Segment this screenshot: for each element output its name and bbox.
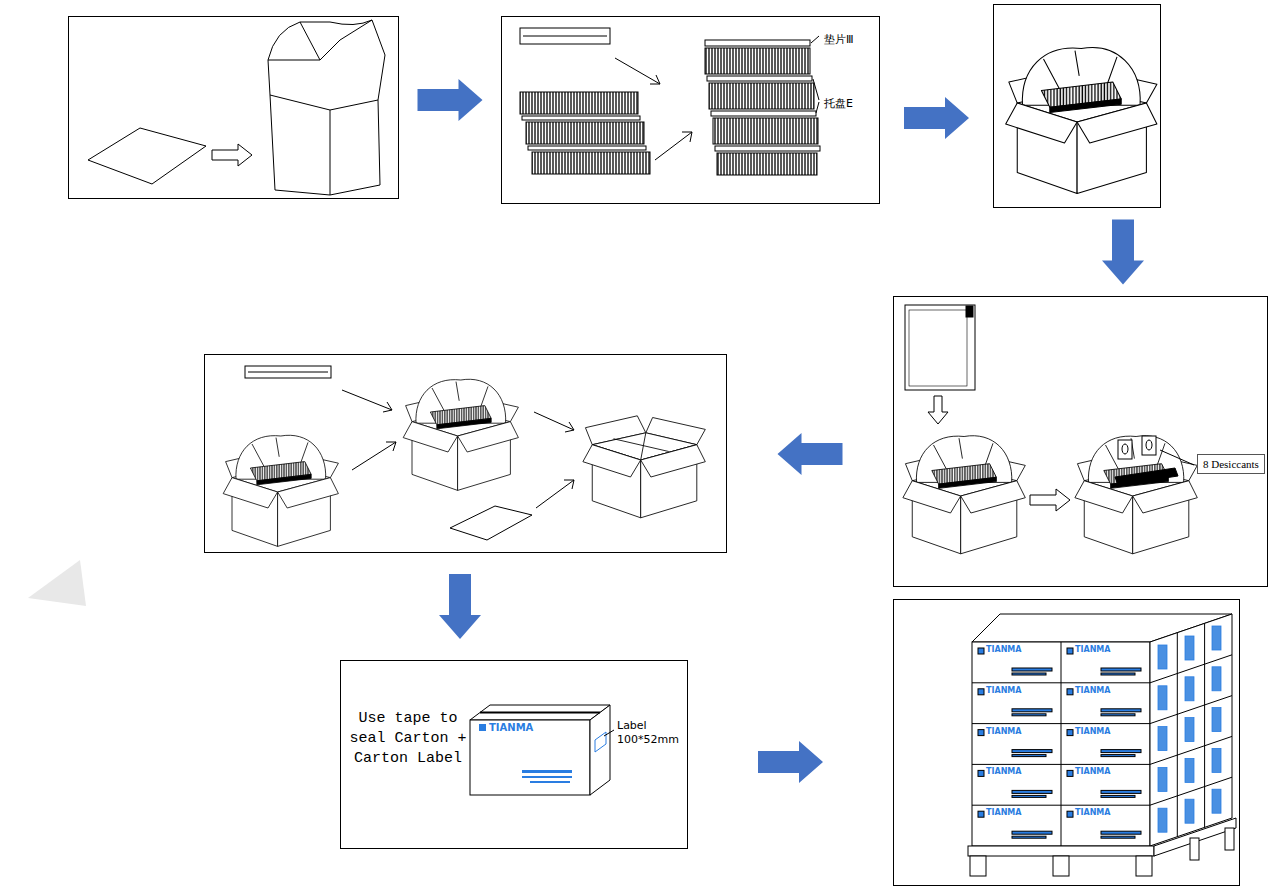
step-note: Label 100*52mm [617,719,683,747]
brand-label: TIANMA [986,767,1021,777]
brand-label: TIANMA [1075,686,1110,696]
brand-label: TIANMA [986,686,1021,696]
brand-label: TIANMA [1075,808,1110,818]
flow-arrow [439,574,481,639]
carton-closing-figure [223,366,705,546]
step-panel: Use tape to seal Carton + Carton Label La… [340,660,688,849]
pallet-figure [968,614,1236,876]
brand-label: TIANMA [1075,645,1110,655]
bag-unfold-figure [88,20,385,195]
step-note: 垫片Ⅲ [824,33,854,46]
brand-label: TIANMA [986,727,1021,737]
flow-arrow [418,79,483,121]
step-panel: 8 Desiccants [893,296,1268,587]
callout-text: 8 Desiccants [1203,457,1259,471]
carton-figure [1006,48,1157,194]
desiccant-figure [903,305,1197,554]
flow-arrow [1102,220,1144,285]
step-note: 托盘E [824,97,853,110]
flow-arrow [778,433,843,475]
flow-arrow [758,741,823,783]
step-panel: 垫片Ⅲ 托盘E [501,16,880,204]
brand-label: TIANMA [1075,767,1110,777]
step-panel [204,354,727,553]
brand-label: TIANMA [1075,727,1110,737]
step-panel [993,4,1161,208]
flow-arrow [904,97,969,139]
step-panel [893,599,1240,886]
sealed-carton-figure [470,705,614,795]
step-panel [68,16,399,199]
callout-box: 8 Desiccants [1197,454,1265,474]
watermark-mark [28,560,86,606]
brand-label: TIANMA [986,645,1021,655]
step-note: Use tape to seal Carton + Carton Label [347,709,469,769]
brand-label: TIANMA [986,808,1021,818]
stacking-figure [520,28,820,175]
brand-label: TIANMA [489,722,533,734]
